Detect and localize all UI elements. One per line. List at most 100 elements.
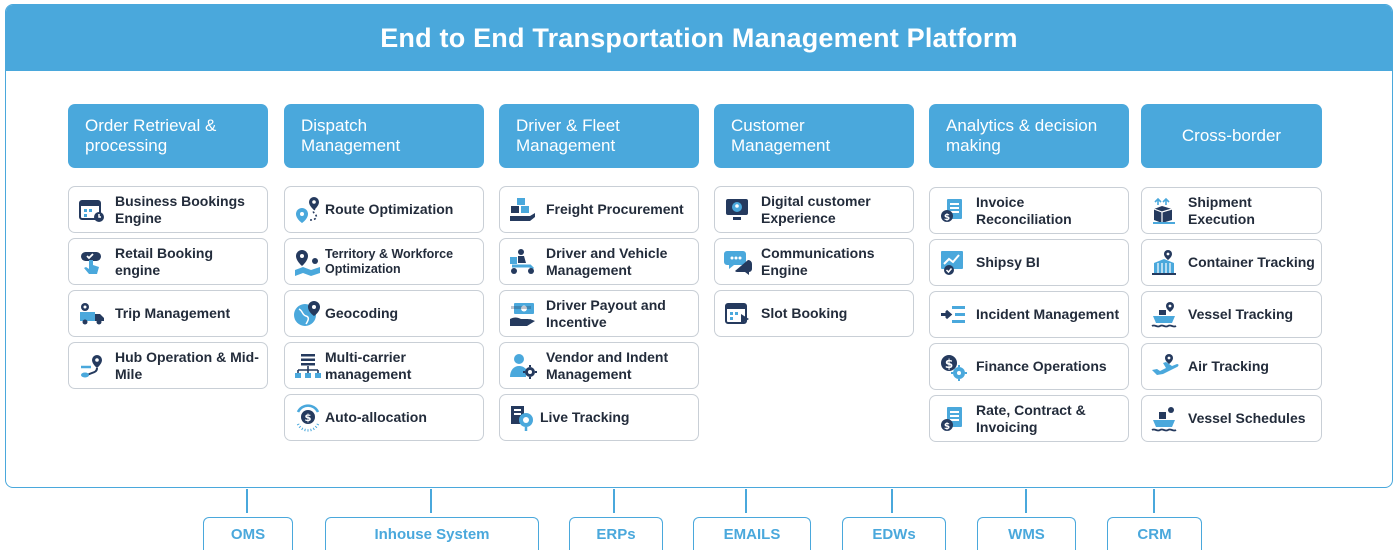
monitor-icon (715, 196, 761, 224)
card-trip-management[interactable]: Trip Management (68, 290, 268, 337)
card-label: Multi-carrier management (325, 348, 412, 382)
card-container-tracking[interactable]: Container Tracking (1141, 239, 1322, 286)
list-arrow-icon (930, 301, 976, 329)
scooter-icon (500, 248, 546, 276)
card-business-bookings[interactable]: Business Bookings Engine (68, 186, 268, 233)
card-finance-operations[interactable]: $ Finance Operations (929, 343, 1129, 390)
card-driver-payout[interactable]: Driver Payout and Incentive (499, 290, 699, 337)
invoice-icon: $ (930, 197, 976, 225)
column-analytics: Analytics & decision making $ Invoice Re… (929, 104, 1129, 442)
card-label: Shipsy BI (976, 254, 1040, 270)
card-label: Vendor and Indent Management (546, 348, 669, 382)
coin-cursor-icon: $ (285, 403, 331, 432)
shipment-box-icon (1142, 197, 1188, 225)
column-heading: Driver & Fleet Management (499, 104, 699, 168)
card-label: Retail Booking engine (115, 244, 214, 278)
card-label: Air Tracking (1188, 358, 1269, 374)
card-territory-workforce[interactable]: Territory & Workforce Optimization (284, 238, 484, 285)
card-label: Communications Engine (761, 244, 875, 278)
connector-line (430, 489, 432, 513)
system-erps[interactable]: ERPs (569, 517, 663, 550)
svg-text:$: $ (305, 413, 312, 424)
card-label: Route Optimization (325, 201, 454, 217)
card-communications[interactable]: Communications Engine (714, 238, 914, 285)
live-tracking-icon (500, 404, 546, 432)
column-driver-fleet: Driver & Fleet Management Freight Procur… (499, 104, 699, 441)
card-air-tracking[interactable]: Air Tracking (1141, 343, 1322, 390)
freight-icon (500, 196, 546, 224)
system-inhouse[interactable]: Inhouse System (325, 517, 539, 550)
slot-calendar-icon (715, 300, 761, 328)
system-oms[interactable]: OMS (203, 517, 293, 550)
card-vessel-schedules[interactable]: Vessel Schedules (1141, 395, 1322, 442)
card-digital-customer[interactable]: Digital customer Experience (714, 186, 914, 233)
card-label: Slot Booking (761, 305, 848, 321)
chat-icon (715, 248, 761, 276)
card-retail-booking[interactable]: Retail Booking engine (68, 238, 268, 285)
route-pin-icon (69, 353, 115, 379)
vessel-schedule-icon (1142, 405, 1188, 433)
card-geocoding[interactable]: Geocoding (284, 290, 484, 337)
card-label: Auto-allocation (325, 409, 427, 425)
card-slot-booking[interactable]: Slot Booking (714, 290, 914, 337)
column-dispatch: Dispatch Management Route Optimization T… (284, 104, 484, 441)
truck-icon (69, 301, 115, 327)
card-label: Trip Management (115, 305, 231, 321)
card-incident-management[interactable]: Incident Management (929, 291, 1129, 338)
connector-line (1025, 489, 1027, 513)
card-route-optimization[interactable]: Route Optimization (284, 186, 484, 233)
card-multi-carrier[interactable]: Multi-carrier management (284, 342, 484, 389)
column-cross-border: Cross-border Shipment Execution Containe… (1141, 104, 1322, 442)
card-label: Driver and Vehicle Management (546, 244, 668, 278)
column-heading: Cross-border (1141, 104, 1322, 168)
svg-text:$: $ (944, 422, 950, 432)
hand-tap-icon (69, 249, 115, 275)
container-icon (1142, 249, 1188, 277)
finance-gear-icon: $ (930, 353, 976, 381)
card-label: Business Bookings Engine (115, 192, 245, 226)
card-label: Freight Procurement (546, 201, 684, 217)
system-emails[interactable]: EMAILS (693, 517, 811, 550)
card-driver-vehicle[interactable]: Driver and Vehicle Management (499, 238, 699, 285)
card-live-tracking[interactable]: Live Tracking (499, 394, 699, 441)
card-label: Incident Management (976, 306, 1120, 322)
airplane-icon (1142, 353, 1188, 381)
card-vendor-indent[interactable]: Vendor and Indent Management (499, 342, 699, 389)
card-shipsy-bi[interactable]: Shipsy BI (929, 239, 1129, 286)
card-shipment-execution[interactable]: Shipment Execution (1141, 187, 1322, 234)
globe-pin-icon (285, 300, 331, 328)
connector-line (246, 489, 248, 513)
svg-text:$: $ (944, 213, 950, 223)
system-crm[interactable]: CRM (1107, 517, 1202, 550)
column-heading: Analytics & decision making (929, 104, 1129, 168)
connector-line (613, 489, 615, 513)
card-label: Finance Operations (976, 358, 1107, 374)
card-label: Shipment Execution (1188, 193, 1255, 227)
card-auto-allocation[interactable]: $ Auto-allocation (284, 394, 484, 441)
hierarchy-icon (285, 352, 331, 380)
card-label: Geocoding (325, 305, 399, 321)
card-label: Invoice Reconciliation (976, 193, 1072, 227)
card-vessel-tracking[interactable]: Vessel Tracking (1141, 291, 1322, 338)
vendor-gear-icon (500, 352, 546, 380)
connector-line (891, 489, 893, 513)
system-wms[interactable]: WMS (977, 517, 1076, 550)
territory-icon (285, 248, 331, 276)
contract-icon: $ (930, 405, 976, 433)
bi-chart-icon (930, 249, 976, 277)
card-invoice-reconciliation[interactable]: $ Invoice Reconciliation (929, 187, 1129, 234)
column-customer: Customer Management Digital customer Exp… (714, 104, 914, 337)
card-label: Driver Payout and Incentive (546, 296, 666, 330)
card-label: Container Tracking (1188, 254, 1315, 270)
calendar-icon (69, 197, 115, 223)
route-icon (285, 196, 331, 224)
vessel-icon (1142, 301, 1188, 329)
column-order-retrieval: Order Retrieval & processing Business Bo… (68, 104, 268, 389)
card-freight-procurement[interactable]: Freight Procurement (499, 186, 699, 233)
system-edws[interactable]: EDWs (842, 517, 946, 550)
card-label: Hub Operation & Mid-Mile (115, 348, 259, 382)
card-label: Territory & Workforce Optimization (325, 246, 454, 276)
card-hub-operation[interactable]: Hub Operation & Mid-Mile (68, 342, 268, 389)
card-rate-contract[interactable]: $ Rate, Contract & Invoicing (929, 395, 1129, 442)
card-label: Vessel Tracking (1188, 306, 1294, 322)
